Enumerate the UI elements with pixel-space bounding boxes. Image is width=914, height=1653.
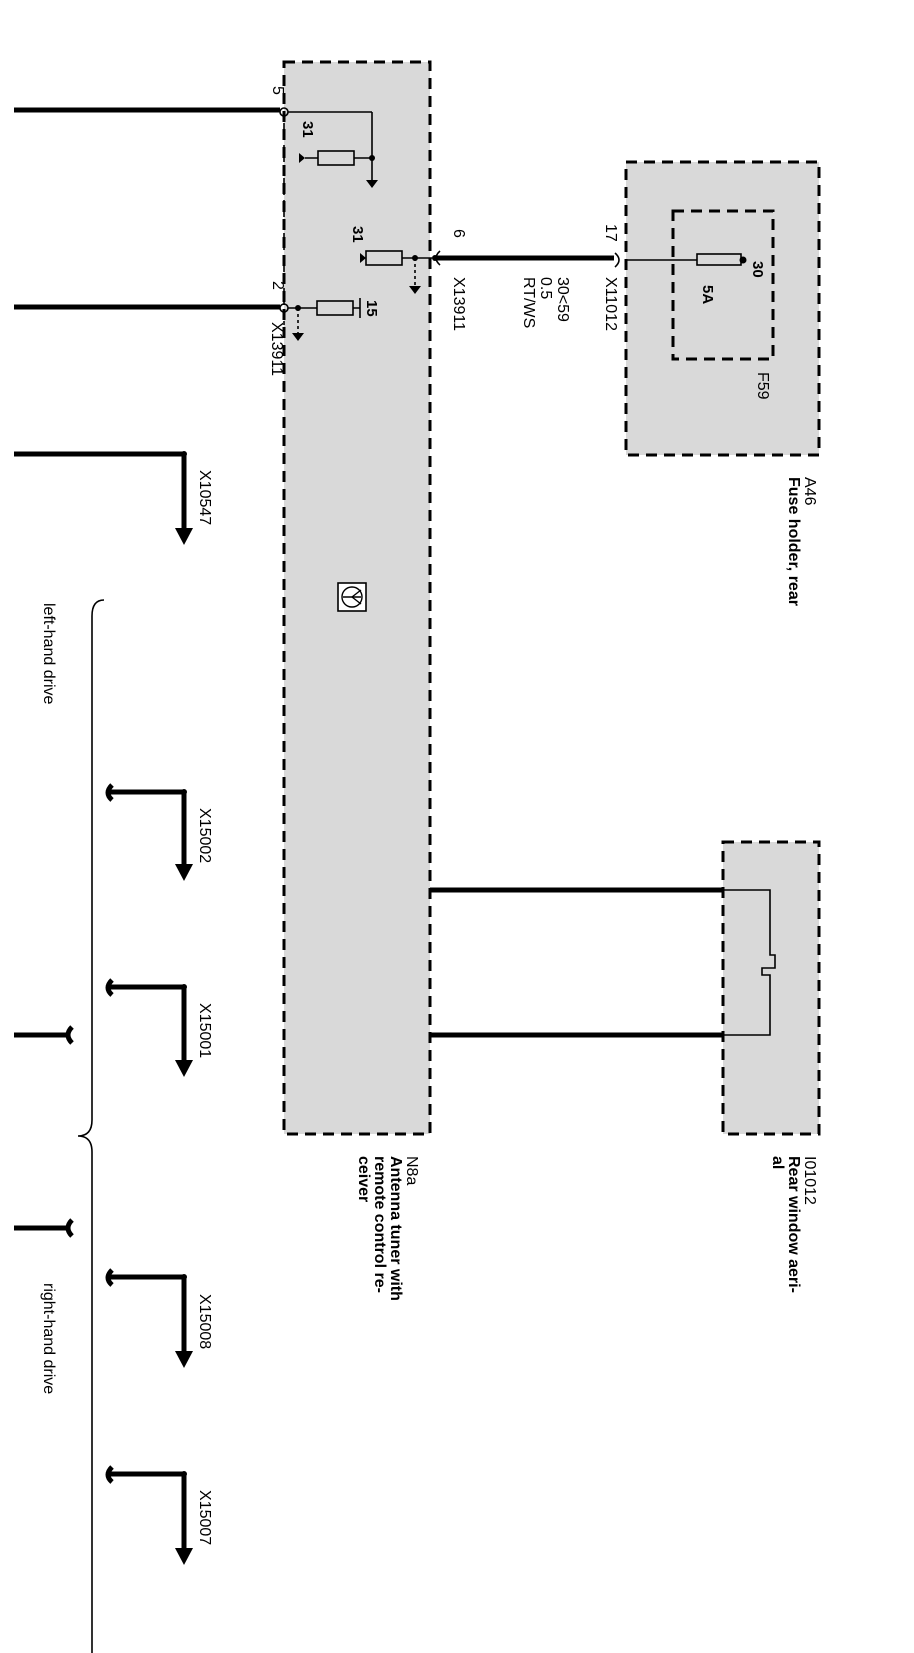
wire-break-icon [105, 1465, 114, 1484]
connector-x10547-label: X10547 [196, 470, 213, 525]
aerial-box [721, 840, 821, 1136]
wire-size-label: 0.5 [537, 277, 554, 299]
ground-x15002: X15002 [105, 783, 213, 881]
terminal-31-label-a: 31 [299, 121, 316, 138]
connector-x11012: 17 X11012 [602, 224, 620, 331]
wire-break-icon [105, 1268, 114, 1287]
junction-dot [369, 155, 375, 161]
terminal-31-label-b: 31 [349, 226, 366, 243]
ground-x10547: X10547 [14, 451, 213, 545]
antenna-tuner-n8a: 31 31 6 X13911 15 5 2 X13911 [268, 60, 467, 1301]
ground-x15008: X15008 [105, 1268, 213, 1368]
left-hand-drive-label: left-hand drive [40, 603, 57, 704]
rear-window-aerial-i01012: I01012 Rear window aeri- al [430, 840, 821, 1293]
aerial-id-label: I01012 [801, 1156, 818, 1205]
pin-6-label: 6 [450, 229, 467, 238]
wire-color-label: RT/WS [520, 277, 537, 328]
fuse-holder-a46: 30 5A F59 A46 Fuse holder, rear [624, 160, 821, 606]
right-hand-drive-label: right-hand drive [40, 1283, 57, 1394]
ground-arrow-icon [175, 864, 193, 881]
ground-arrow-icon [175, 528, 193, 545]
terminal-15-label: 15 [363, 300, 380, 317]
tuner-name-line-2: remote control re- [371, 1156, 388, 1293]
resistor-icon [365, 250, 403, 266]
ground-x15007: X15007 [105, 1465, 213, 1565]
pin-17-label: 17 [602, 224, 619, 242]
fuse-holder-id: A46 [801, 477, 818, 506]
connector-x13911-left-label: X13911 [268, 322, 285, 376]
tuner-name-line-3: ceiver [355, 1156, 372, 1202]
wire-break-icon [105, 978, 114, 997]
connector-x15002-label: X15002 [196, 808, 213, 863]
ground-arrow-icon [175, 1060, 193, 1077]
aerial-name-line-1: Rear window aeri- [785, 1156, 802, 1293]
connector-x11012-label: X11012 [602, 277, 619, 331]
resistor-icon [317, 150, 355, 166]
fuse-holder-box [624, 160, 821, 457]
resistor-icon [316, 300, 354, 316]
left-incoming-wires [14, 107, 280, 310]
fuse-rating-label: 5A [699, 285, 716, 304]
wire-spec-label: 30<59 [554, 277, 571, 322]
tuner-id-label: N8a [403, 1156, 420, 1185]
aerial-element-icon [724, 889, 776, 1036]
connector-bracket-icon [614, 252, 620, 268]
fuse-terminal-dot [739, 256, 747, 264]
ground-arrow-icon [409, 286, 421, 294]
pin-5-label: 5 [269, 86, 286, 95]
wire-break-icon [65, 1025, 74, 1045]
ground-arrow-icon [175, 1351, 193, 1368]
ground-arrow-icon [175, 1548, 193, 1565]
fuse-id-label: F59 [754, 372, 771, 400]
wire-break-icon [105, 783, 114, 802]
drive-side-brace: left-hand drive right-hand drive [14, 599, 105, 1653]
wire-annotations: 30<59 0.5 RT/WS [520, 277, 571, 328]
connector-x15001-label: X15001 [196, 1003, 213, 1058]
antenna-module-icon [337, 582, 367, 612]
terminal-31-arrow-icon [299, 153, 305, 163]
aerial-name-line-2: al [769, 1156, 786, 1169]
pin-2-label: 2 [269, 281, 286, 290]
ground-arrow-icon [292, 333, 304, 341]
terminal-31-arrow-icon [360, 253, 366, 263]
fuse-terminal-label: 30 [749, 261, 766, 278]
connector-x15008-label: X15008 [196, 1294, 213, 1349]
brace-icon [77, 599, 105, 1653]
ground-x15001: X15001 [105, 978, 213, 1077]
wire-break-icon [65, 1218, 74, 1238]
fuse-holder-name: Fuse holder, rear [785, 477, 802, 606]
tuner-name-line-1: Antenna tuner with [387, 1156, 404, 1301]
connector-x15007-label: X15007 [196, 1490, 213, 1545]
pin-6-contact [432, 255, 438, 261]
fuse-f59-box [671, 209, 775, 361]
ground-arrow-icon [366, 180, 378, 188]
connector-x13911-right-label: X13911 [450, 277, 467, 331]
